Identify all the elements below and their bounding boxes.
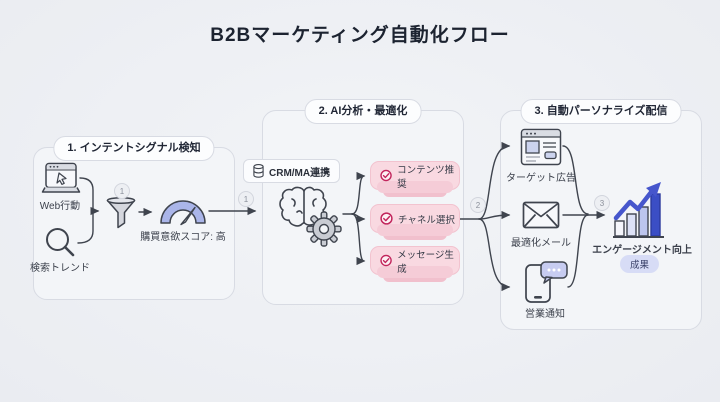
output-label: コンテンツ推奨 (397, 164, 455, 190)
crm-ma-label: CRM/MA連携 (269, 167, 331, 179)
web-behavior-label: Web行動 (39, 201, 81, 212)
target-ad-label: ターゲット広告 (506, 173, 576, 184)
engagement-chart-icon (613, 182, 664, 238)
sales-notification-label: 営業通知 (525, 309, 565, 320)
check-circle-icon (380, 212, 393, 225)
search-trend-icon (46, 228, 75, 257)
funnel-step-badge: 1 (114, 183, 130, 199)
output-channel-selection: チャネル選択 (370, 204, 460, 240)
step-1-badge: 1 (238, 191, 254, 207)
optimized-mail-label: 最適化メール (511, 238, 571, 249)
intent-score-label: 購買意欲スコア: 高 (140, 232, 226, 243)
output-content-recommendation: コンテンツ推奨 (370, 161, 460, 197)
output-label: メッセージ生成 (397, 249, 454, 275)
laptop-web-icon (41, 162, 81, 193)
page-title: B2Bマーケティング自動化フロー (210, 25, 510, 46)
output-message-generation: メッセージ生成 (370, 246, 460, 282)
step-3-badge: 3 (594, 195, 610, 211)
engagement-label: エンゲージメント向上 (592, 245, 692, 256)
crm-ma-chip: CRM/MA連携 (243, 159, 341, 183)
output-label: チャネル選択 (398, 214, 455, 226)
section-1-header: 1. インテントシグナル検知 (53, 136, 215, 161)
result-badge: 成果 (620, 255, 660, 273)
target-ad-icon (520, 128, 562, 166)
sales-notification-icon (525, 261, 568, 303)
gear-icon (306, 211, 342, 247)
step-2-badge: 2 (470, 197, 486, 213)
intent-gauge-icon (160, 200, 206, 226)
database-icon (253, 164, 264, 178)
funnel-icon (106, 196, 136, 229)
email-icon (522, 201, 560, 229)
section-3-header: 3. 自動パーソナライズ配信 (520, 99, 682, 124)
check-circle-icon (380, 254, 392, 267)
search-trend-label: 検索トレンド (30, 263, 90, 274)
section-2-header: 2. AI分析・最適化 (304, 99, 422, 124)
check-circle-icon (380, 169, 392, 182)
